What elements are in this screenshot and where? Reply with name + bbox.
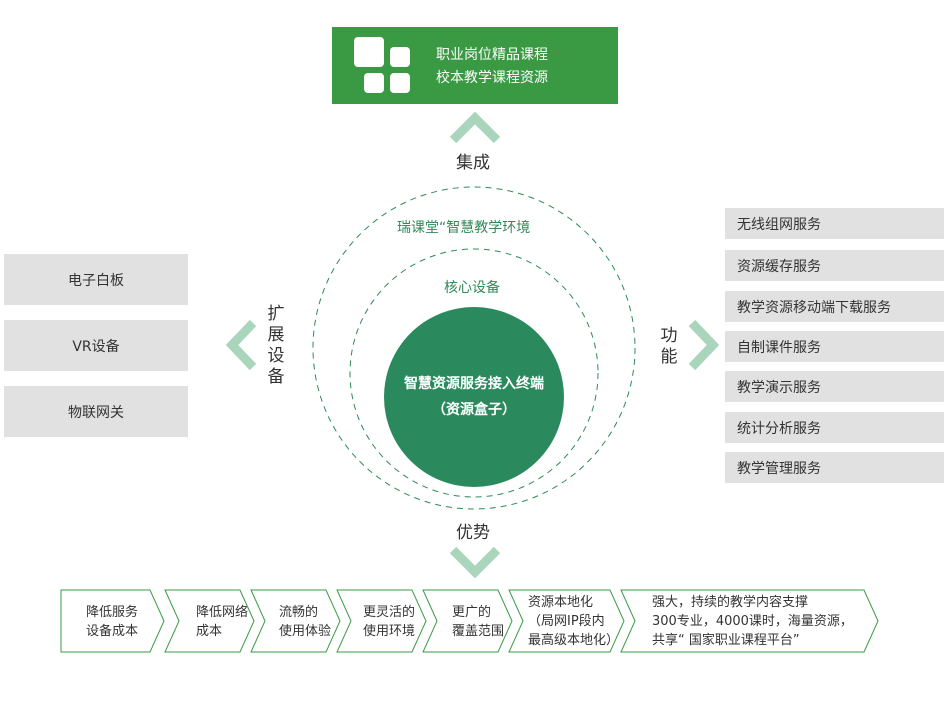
outer-dashed-ring bbox=[312, 186, 636, 510]
left-chevron-icon bbox=[225, 319, 257, 371]
right-item-3: 教学资源移动端下载服务 bbox=[725, 291, 944, 322]
expand-devices-label: 扩 展 设 备 bbox=[267, 304, 285, 387]
left-item-2: VR设备 bbox=[4, 320, 188, 371]
center-line-2: （资源盒子） bbox=[432, 402, 516, 418]
top-line-2: 校本教学课程资源 bbox=[436, 70, 548, 86]
advantage-label: 优势 bbox=[456, 523, 490, 543]
center-line-1: 智慧资源服务接入终端 bbox=[404, 376, 544, 392]
down-chevron-icon bbox=[449, 546, 501, 579]
advantage-7: 强大，持续的教学内容支撑 300专业，4000课时，海量资源， 共享“ 国家职业… bbox=[652, 595, 853, 648]
advantage-shape-7 bbox=[620, 589, 879, 653]
inner-ring-label: 核心设备 bbox=[444, 280, 500, 296]
advantage-shape-5 bbox=[422, 589, 513, 653]
top-resource-box: 职业岗位精品课程 校本教学课程资源 bbox=[332, 27, 618, 104]
up-chevron-icon bbox=[449, 111, 501, 144]
right-item-7: 教学管理服务 bbox=[725, 452, 944, 483]
advantage-shape-6 bbox=[508, 589, 625, 653]
advantage-5: 更广的 覆盖范围 bbox=[452, 605, 505, 639]
top-line-1: 职业岗位精品课程 bbox=[436, 47, 548, 63]
right-item-1: 无线组网服务 bbox=[725, 208, 944, 239]
advantage-4: 更灵活的 使用环境 bbox=[363, 605, 416, 639]
advantage-shape-1 bbox=[60, 589, 165, 653]
grid-logo-icon bbox=[354, 37, 412, 95]
advantage-shape-2 bbox=[164, 589, 255, 653]
outer-ring-label: 瑞课堂“智慧教学环境 bbox=[397, 220, 531, 236]
functions-label: 功 能 bbox=[660, 326, 678, 367]
integration-label: 集成 bbox=[456, 153, 490, 173]
advantage-1: 降低服务 设备成本 bbox=[86, 605, 139, 639]
center-terminal-circle: 智慧资源服务接入终端 （资源盒子） bbox=[384, 307, 564, 487]
top-resource-text: 职业岗位精品课程 校本教学课程资源 bbox=[436, 44, 548, 90]
advantage-6: 资源本地化 （局网IP段内 最高级本地化） bbox=[528, 595, 620, 648]
left-item-3: 物联网关 bbox=[4, 386, 188, 437]
right-item-4: 自制课件服务 bbox=[725, 331, 944, 362]
right-chevron-icon bbox=[688, 319, 720, 371]
left-item-1: 电子白板 bbox=[4, 254, 188, 305]
advantage-shape-4 bbox=[336, 589, 427, 653]
right-item-5: 教学演示服务 bbox=[725, 371, 944, 402]
advantage-2: 降低网络 成本 bbox=[196, 605, 249, 639]
inner-dashed-ring bbox=[349, 248, 599, 498]
advantage-shape-3 bbox=[250, 589, 341, 653]
right-item-2: 资源缓存服务 bbox=[725, 250, 944, 281]
right-item-6: 统计分析服务 bbox=[725, 412, 944, 443]
advantage-3: 流畅的 使用体验 bbox=[279, 605, 332, 639]
